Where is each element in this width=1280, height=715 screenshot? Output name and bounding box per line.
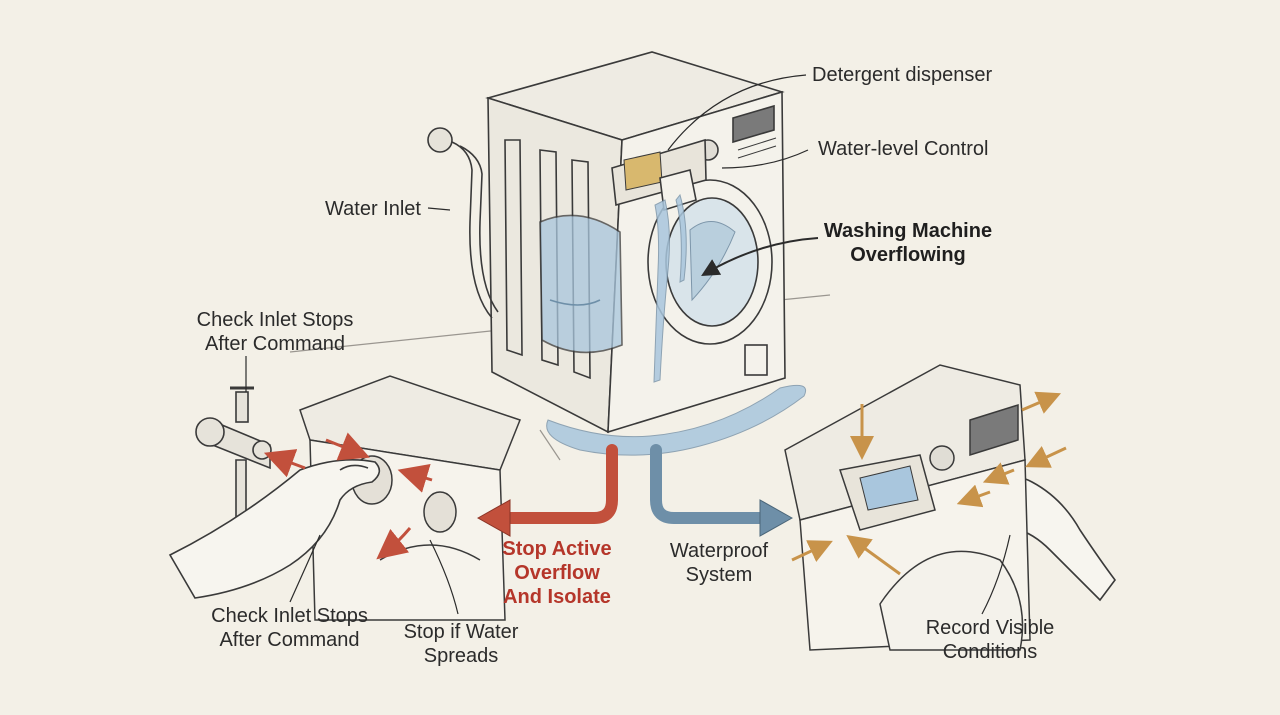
- label-check-inlet-bottom: Check Inlet Stops After Command: [202, 604, 377, 652]
- check-inlet-top-line1: Check Inlet Stops: [196, 309, 354, 331]
- stop-active-line1: Stop Active: [502, 538, 612, 560]
- leader-lines: [245, 74, 1011, 615]
- check-inlet-bottom-line2: After Command: [219, 629, 360, 651]
- label-stop-if-water-spreads: Stop if Water Spreads: [395, 620, 527, 668]
- label-check-inlet-top: Check Inlet Stops After Command: [190, 308, 360, 356]
- waterproof-arrow: [650, 444, 794, 537]
- left-hand: [168, 458, 381, 599]
- label-stop-active-overflow: Stop Active Overflow And Isolate: [492, 537, 622, 609]
- stop-active-arrow: [476, 444, 618, 537]
- right-washing-machine: [784, 364, 1031, 651]
- platform: [289, 294, 831, 461]
- water-inlet-hose: [427, 127, 499, 319]
- main-title: Washing Machine Overflowing: [818, 219, 998, 267]
- waterproof-line2: System: [685, 564, 753, 586]
- left-machine-red-arrows: [263, 432, 433, 560]
- central-washing-machine: [485, 51, 786, 434]
- stop-active-line3: And Isolate: [503, 586, 611, 608]
- stop-if-water-line1: Stop if Water: [403, 621, 519, 643]
- label-record-visible-conditions: Record Visible Conditions: [915, 616, 1065, 664]
- check-inlet-top-line2: After Command: [204, 333, 346, 355]
- overflow-water: [546, 193, 806, 456]
- shutoff-valve: [195, 386, 272, 521]
- label-waterproof-system: Waterproof System: [660, 539, 778, 587]
- main-title-line2: Overflowing: [850, 244, 966, 266]
- label-detergent-dispenser: Detergent dispenser: [812, 64, 993, 86]
- right-machine-orange-arrows: [791, 391, 1067, 576]
- check-inlet-bottom-line1: Check Inlet Stops: [211, 605, 368, 627]
- waterproof-line1: Waterproof: [669, 540, 769, 562]
- stop-if-water-line2: Spreads: [423, 645, 499, 667]
- record-visible-line2: Conditions: [942, 641, 1038, 663]
- record-visible-line1: Record Visible: [925, 617, 1055, 639]
- main-title-line1: Washing Machine: [823, 220, 993, 242]
- label-water-inlet: Water Inlet: [325, 198, 421, 220]
- label-water-level-control: Water-level Control: [818, 138, 989, 160]
- stop-active-line2: Overflow: [514, 562, 600, 584]
